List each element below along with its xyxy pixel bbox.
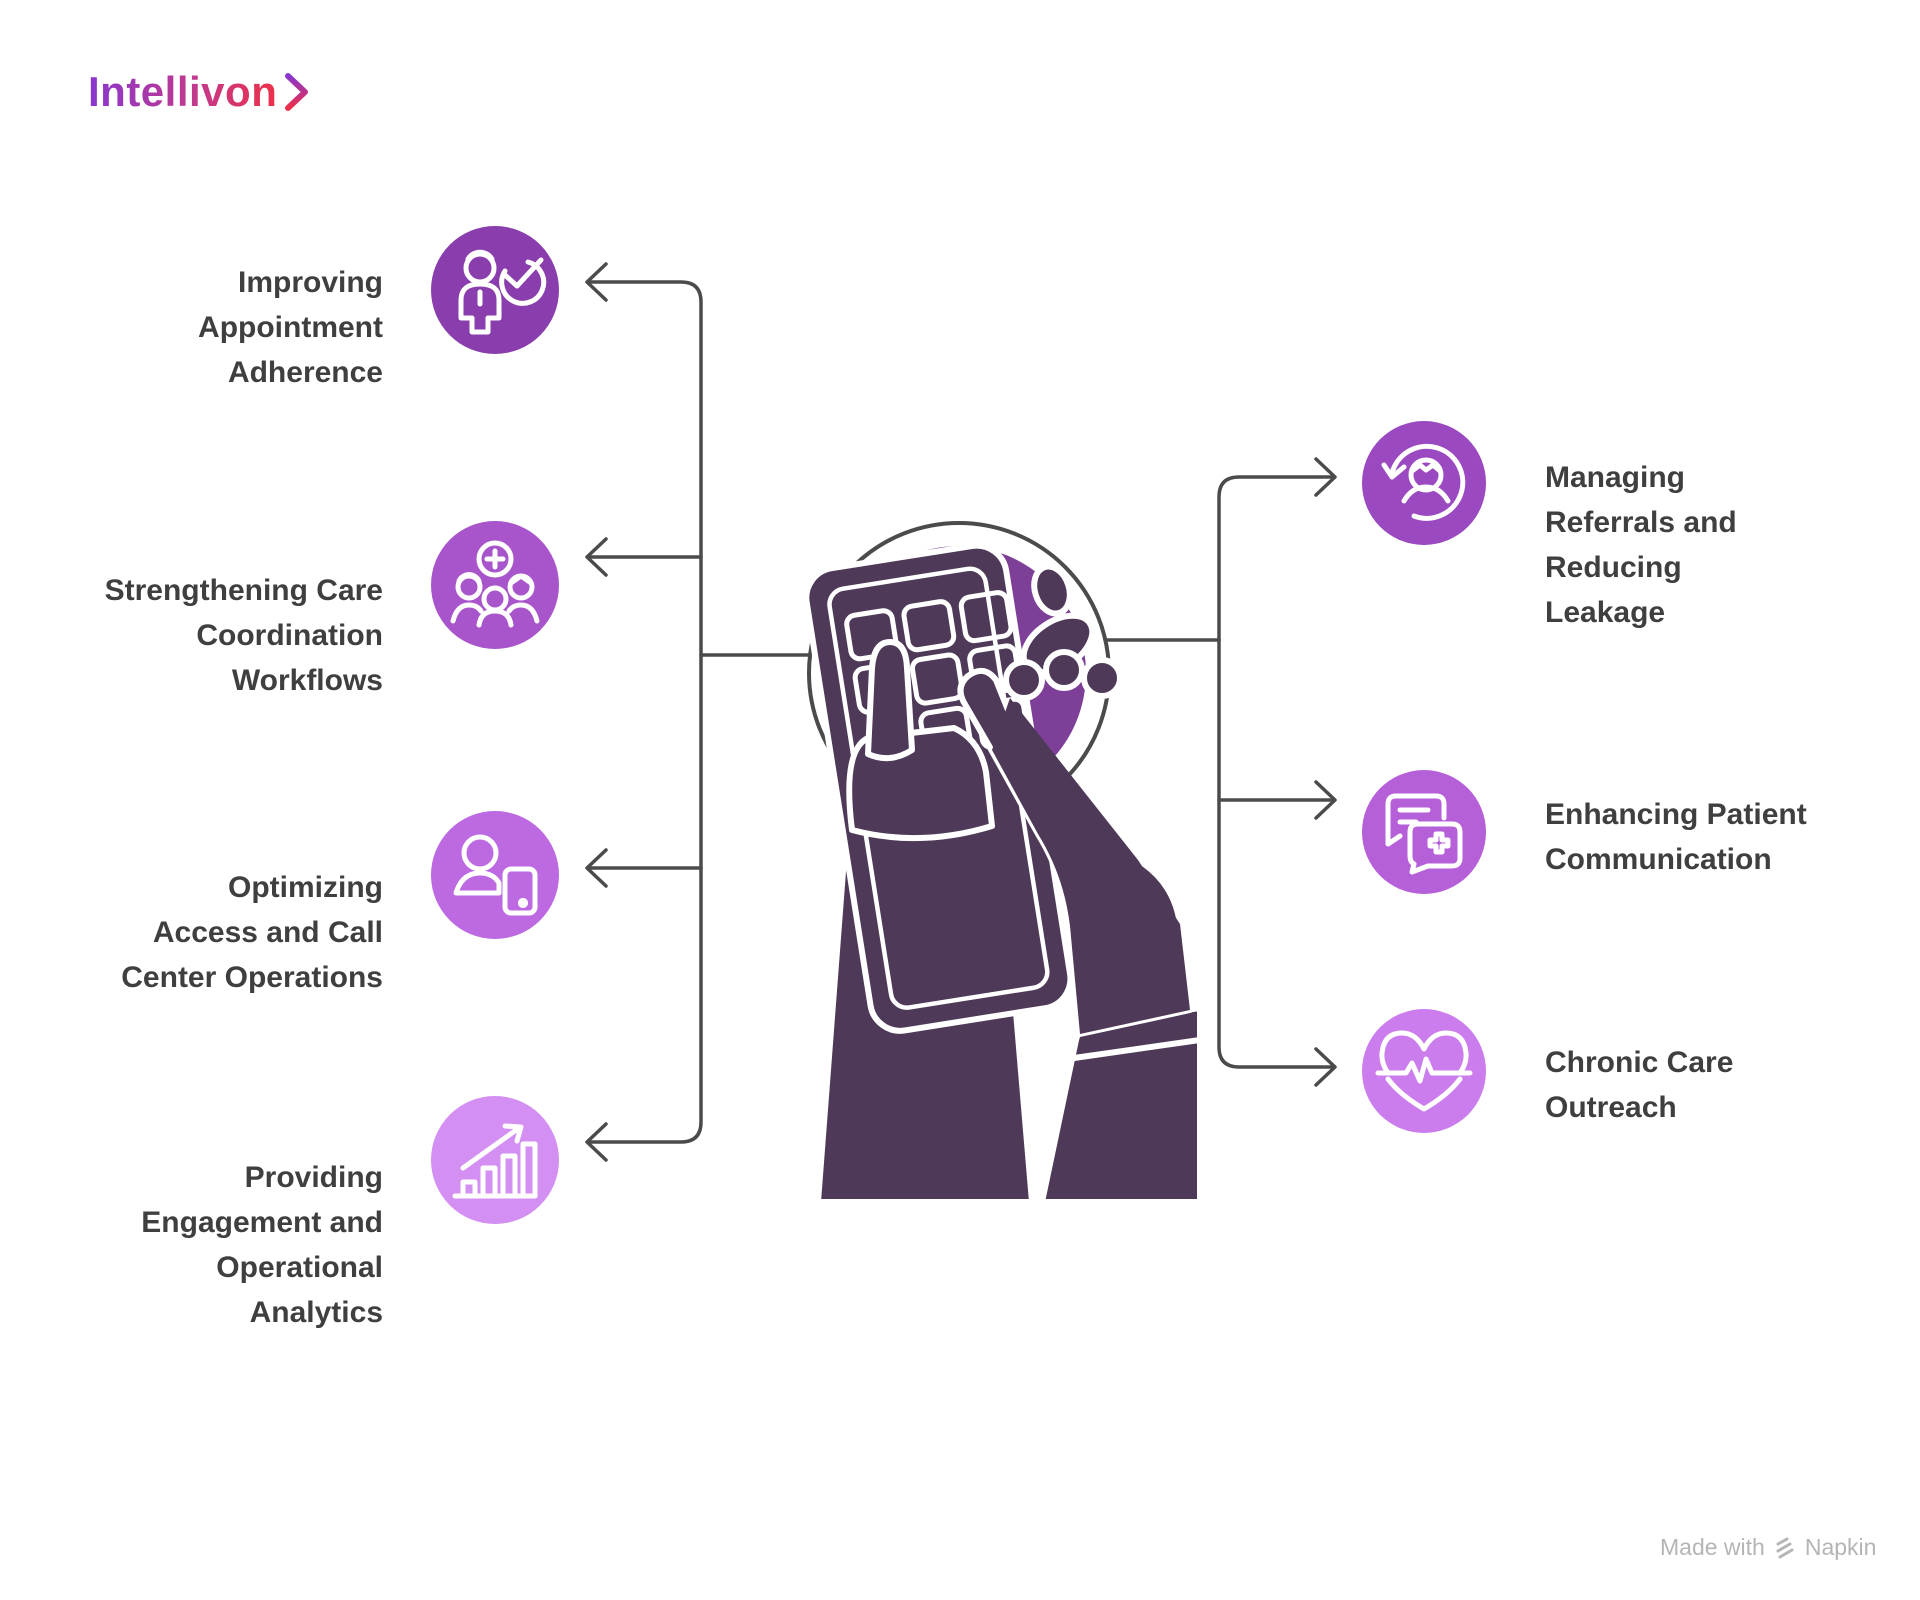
- logo-chevron-icon: [285, 73, 309, 111]
- person-check-icon: [431, 226, 559, 354]
- care-team-plus-icon: [431, 521, 559, 649]
- growth-chart-icon: [431, 1096, 559, 1224]
- patient-referral-cycle-icon: [1362, 421, 1486, 545]
- item-managing-referrals: [1362, 421, 1486, 545]
- medical-chat-icon: [1362, 770, 1486, 894]
- intellivon-logo: Intellivon: [88, 68, 311, 116]
- item-optimizing-access-call-center: [431, 811, 559, 939]
- heart-pulse-icon: [1362, 1009, 1486, 1133]
- item-strengthening-care-coordination: [431, 521, 559, 649]
- label-optimizing-access-call-center: Optimizing Access and Call Center Operat…: [121, 871, 383, 994]
- label-providing-engagement-analytics: Providing Engagement and Operational Ana…: [141, 1161, 383, 1329]
- hands-and-phone: [803, 542, 1200, 1202]
- label-enhancing-patient-communication: Enhancing Patient Communication: [1545, 798, 1807, 876]
- footer-brand: Napkin: [1804, 1534, 1877, 1560]
- person-device-icon: [431, 811, 559, 939]
- label-improving-appointment-adherence: Improving Appointment Adherence: [198, 266, 383, 389]
- item-chronic-care-outreach: [1362, 1009, 1486, 1133]
- napkin-logo-icon: [1776, 1537, 1794, 1558]
- connector-group: [585, 262, 1337, 1162]
- footer-prefix: Made with: [1660, 1534, 1765, 1560]
- label-strengthening-care-coordination: Strengthening Care Coordination Workflow…: [104, 574, 383, 697]
- label-managing-referrals: Managing Referrals and Reducing Leakage: [1545, 461, 1737, 629]
- phone-hands-illustration: [803, 521, 1200, 1202]
- item-providing-engagement-analytics: [431, 1096, 559, 1224]
- made-with-napkin-credit: Made with Napkin: [1660, 1534, 1876, 1561]
- logo-text: Intellivon: [88, 68, 278, 115]
- label-chronic-care-outreach: Chronic Care Outreach: [1545, 1046, 1734, 1124]
- item-enhancing-patient-communication: [1362, 770, 1486, 894]
- item-improving-appointment-adherence: [431, 226, 559, 354]
